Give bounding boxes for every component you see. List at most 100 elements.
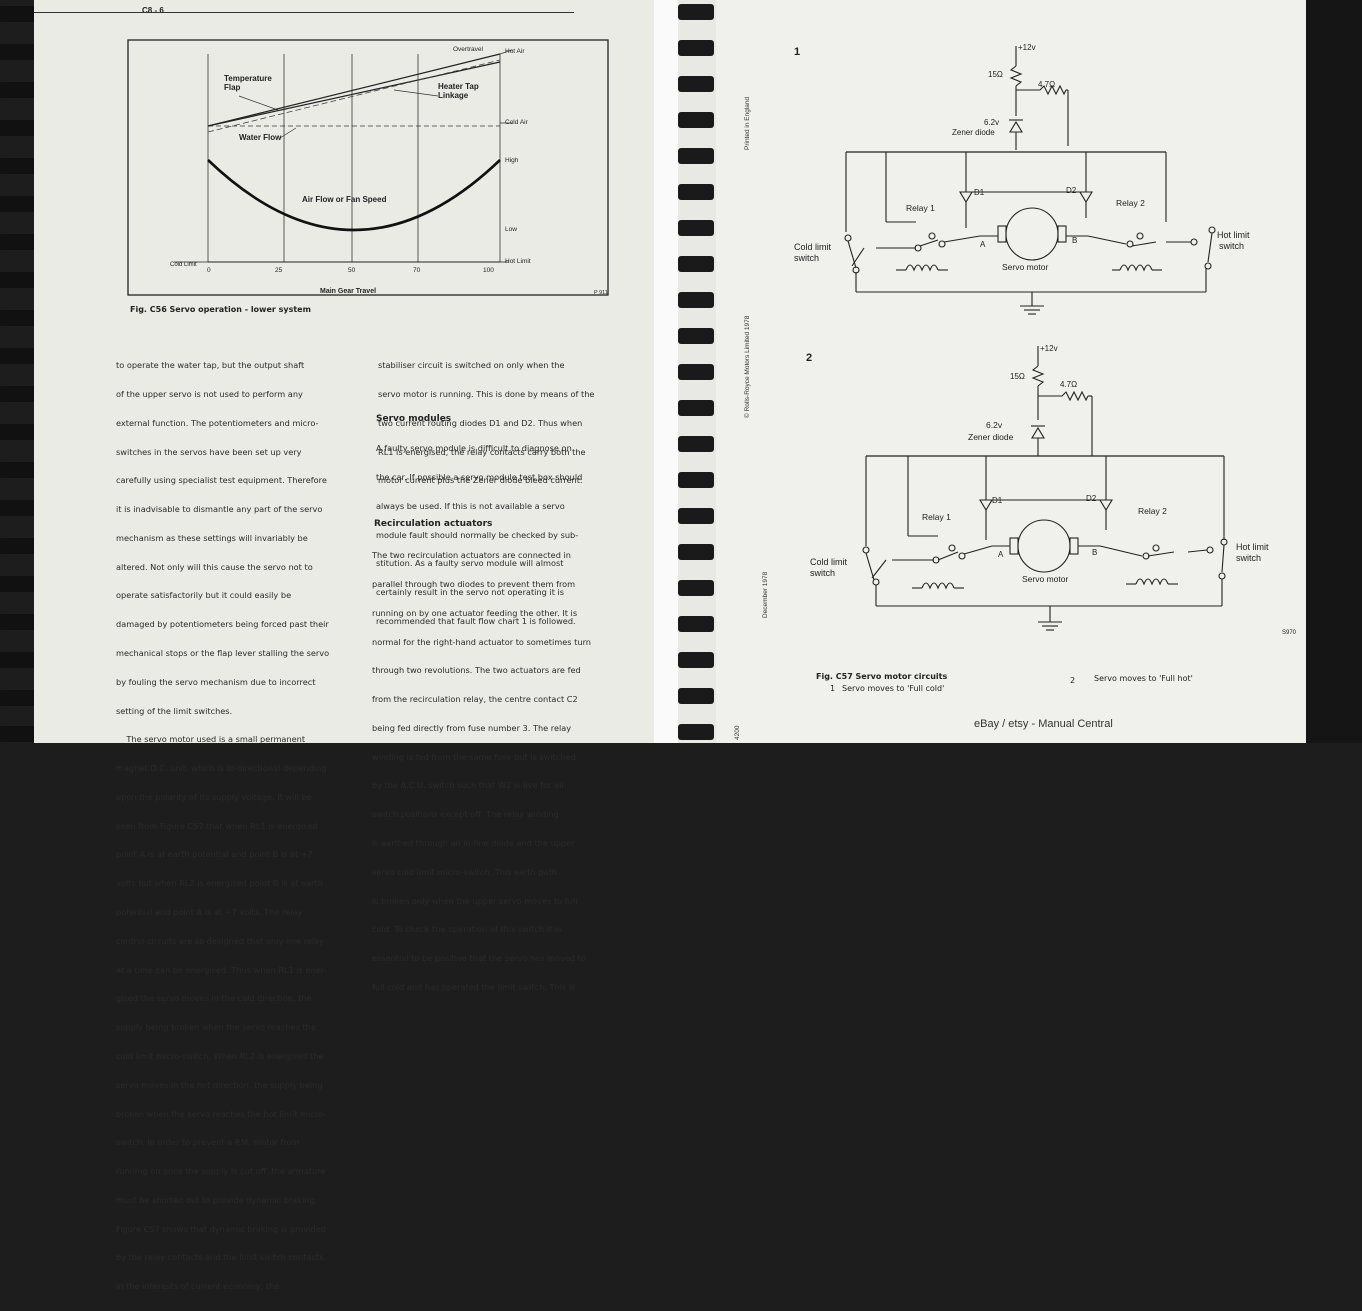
text-line: two current routing diodes D1 and D2. Th… <box>378 417 583 428</box>
caption-item-1-number: 1 <box>830 684 836 693</box>
label-temperature-flap: Temperature Flap <box>224 74 272 92</box>
circuit-2-supply: +12v <box>1040 344 1058 353</box>
text-line: through two revolutions. The two actuato… <box>372 665 581 676</box>
x-tick-70: 70 <box>413 267 421 274</box>
text-line: gised the servo moves in the cold direct… <box>116 993 312 1004</box>
x-tick-50: 50 <box>348 267 356 274</box>
label-water-flow: Water Flow <box>239 133 282 142</box>
circuit-1-relay-1: Relay 1 <box>906 203 935 213</box>
binder-tab <box>0 726 40 742</box>
left-page: C8 - 6 Overtravel Hot Air Cold Air High … <box>34 0 654 1291</box>
binder-tab <box>0 576 40 592</box>
text-line: being fed directly from fuse number 3. T… <box>372 722 572 733</box>
text-line: is earthed through an in-line diode and … <box>372 838 575 848</box>
binder-tab <box>0 196 40 212</box>
text-line: certainly result in the servo not operat… <box>376 587 565 598</box>
text-line: parallel through two diodes to prevent t… <box>372 578 576 589</box>
circuit-1-resistor-4-7: 4.7Ω <box>1038 80 1056 89</box>
binding-coil <box>678 256 714 272</box>
binder-tab <box>0 234 40 250</box>
caption-item-2: Servo moves to 'Full hot' <box>1094 674 1193 683</box>
binder-tab <box>0 6 40 22</box>
binding-coil <box>678 4 714 20</box>
binder-tab <box>0 348 40 364</box>
text-line: always be used. If this is not available… <box>376 500 565 511</box>
x-tick-25: 25 <box>275 267 283 274</box>
figure-caption: Fig. C56 Servo operation - lower system <box>130 305 311 314</box>
text-column-1: to operate the water tap, but the output… <box>116 342 401 1311</box>
circuit-1-number: 1 <box>794 46 801 58</box>
binder-tab <box>0 614 40 630</box>
text-line: external function. The potentiometers an… <box>116 417 319 428</box>
circuit-1-cold-limit: Cold limit <box>794 242 832 252</box>
circuit-1-resistor-15: 15Ω <box>988 70 1003 79</box>
binder-tab <box>0 158 40 174</box>
binding-coil <box>678 688 714 704</box>
circuit-2-hot-limit: Hot limit <box>1236 542 1269 552</box>
circuit-2-zener-label: Zener diode <box>968 432 1014 442</box>
text-line: carefully using specialist test equipmen… <box>116 475 327 486</box>
margin-page-number: 4200 <box>734 725 741 740</box>
right-page: Printed in England © Rolls-Royce Motors … <box>716 0 1306 743</box>
text-line: altered. Not only will this cause the se… <box>116 561 313 572</box>
binding-coil <box>678 436 714 452</box>
text-line: by the relay contacts and the limit swit… <box>116 1252 327 1263</box>
text-line: running on once the supply is cut off, t… <box>116 1166 326 1177</box>
text-line: Figure C57 shows that dynamic braking is… <box>116 1223 326 1234</box>
x-axis-label: Main Gear Travel <box>320 288 377 295</box>
binding-coil <box>678 364 714 380</box>
binding-coil <box>678 472 714 488</box>
text-line: magnet D.C. unit, which is bi-directiona… <box>116 763 327 774</box>
label-hot-air: Hot Air <box>505 48 525 55</box>
text-column-2-top: stabiliser circuit is switched on only w… <box>378 342 654 505</box>
circuit-2-relay-2: Relay 2 <box>1138 506 1167 516</box>
binding-coil <box>678 724 714 740</box>
text-line: control circuits are so designed that on… <box>116 935 325 946</box>
label-overtravel: Overtravel <box>453 46 483 53</box>
circuit-1-point-b: B <box>1072 236 1078 245</box>
text-line: switch. In order to prevent a P.M. motor… <box>116 1137 300 1148</box>
text-line: servo cold limit micro-switch. This eart… <box>372 866 558 877</box>
text-line: essential to be positive that the servo … <box>372 953 586 964</box>
circuit-2-resistor-15: 15Ω <box>1010 372 1025 381</box>
circuit-2-cold-limit: Cold limit <box>810 557 848 567</box>
text-column-2-bottom: The two recirculation actuators are conn… <box>372 532 654 1012</box>
label-low: Low <box>505 226 517 233</box>
binding-coil <box>678 220 714 236</box>
binder-tab <box>0 690 40 706</box>
binder-tab <box>0 386 40 402</box>
caption-item-1: Servo moves to 'Full cold' <box>842 684 945 693</box>
label-high: High <box>505 157 519 164</box>
binding-coil <box>678 652 714 668</box>
text-line: seen from Figure C57 that when RL1 is en… <box>116 820 318 831</box>
circuit-2-zener-voltage: 6.2v <box>986 420 1003 430</box>
text-line: volts but when RL2 is energised point B … <box>116 878 323 889</box>
text-line: potential and point A is at +7 volts. Th… <box>116 907 303 918</box>
binder-tab <box>0 82 40 98</box>
text-line: setting of the limit switches. <box>116 705 233 716</box>
text-line: RL1 is energised, the relay contacts car… <box>378 446 586 457</box>
circuit-2 <box>862 346 1228 631</box>
binder-tab <box>0 310 40 326</box>
binding-coil <box>678 292 714 308</box>
text-line: switch positions except off. The relay w… <box>372 809 559 820</box>
figure-c57-circuits <box>844 46 1228 631</box>
label-air-flow: Air Flow or Fan Speed <box>302 195 387 204</box>
text-line: The two recirculation actuators are conn… <box>372 550 571 561</box>
figure-code: P 911 <box>594 290 608 296</box>
text-line: normal for the right-hand actuator to so… <box>372 636 591 647</box>
circuit-1-zener-label: Zener diode <box>952 128 995 137</box>
binder-tab <box>0 44 40 60</box>
text-line: motor current plus the Zener diode bleed… <box>378 475 583 486</box>
text-line: stabiliser circuit is switched on only w… <box>378 360 565 371</box>
binding-coil <box>678 76 714 92</box>
text-line: broken when the servo reaches the hot li… <box>116 1108 327 1119</box>
text-line: from the recirculation relay, the centre… <box>372 694 578 705</box>
binding-coil <box>678 328 714 344</box>
caption-item-2-number: 2 <box>1070 676 1076 685</box>
text-line: A faulty servo module is difficult to di… <box>376 443 572 454</box>
binder-tab <box>0 120 40 136</box>
binding-coil <box>678 184 714 200</box>
text-line: servo motor is running. This is done by … <box>378 388 595 399</box>
text-line: recommended that fault flow chart 1 is f… <box>376 615 576 626</box>
